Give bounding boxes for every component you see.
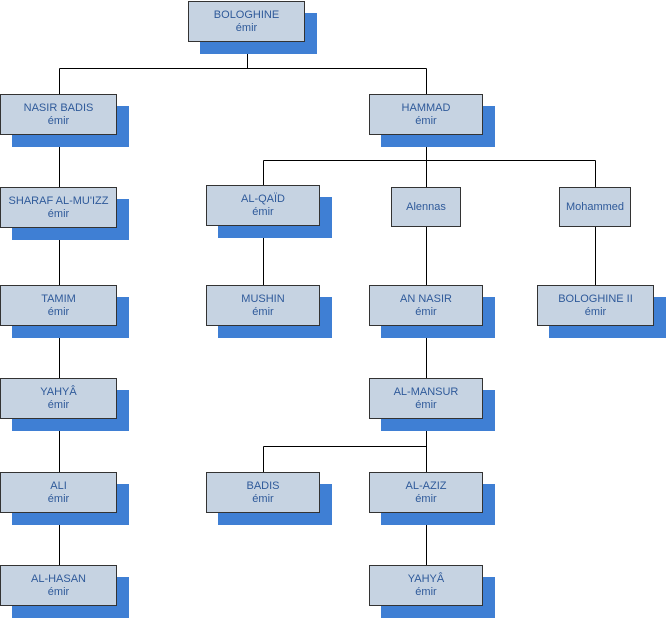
node-name: AL-MANSUR [393,385,459,398]
node-name: AL-QAÏD [240,192,285,205]
node-name: SHARAF AL-MU'IZZ [8,194,109,207]
node-name: BOLOGHINE II [558,292,633,305]
node-name: YAHYÂ [40,385,77,398]
node-box: Mohammed [559,187,631,227]
node-name: MUSHIN [241,292,285,305]
node-name: Mohammed [565,200,625,213]
node-name: ALI [50,479,67,492]
node-name: YAHYÂ [407,572,445,585]
node-name: BOLOGHINE [213,8,280,21]
node-role: émir [47,114,70,127]
node-name: HAMMAD [401,101,451,114]
node-role: émir [47,492,70,505]
node-name: AL-AZIZ [405,479,447,492]
node-role: émir [252,492,274,505]
node-role: émir [415,114,437,127]
node-name: Alennas [406,200,446,213]
node-role: émir [47,207,70,220]
node-name: AN NASIR [400,292,452,305]
node-role: émir [415,305,437,318]
node-name: AL-HASAN [30,572,87,585]
node-role: émir [415,398,437,411]
node-role: émir [252,205,274,218]
node-role: émir [252,305,274,318]
node-role: émir [47,398,70,411]
node-role: émir [47,305,70,318]
node-name: NASIR BADIS [23,101,94,114]
node-name: TAMIM [41,292,76,305]
node-role: émir [415,492,437,505]
node-role: émir [415,585,437,598]
node-name: BADIS [246,479,280,492]
node-role: émir [47,585,70,598]
node-role: émir [584,305,607,318]
node-box: Alennas [391,187,461,227]
node-role: émir [235,21,258,34]
